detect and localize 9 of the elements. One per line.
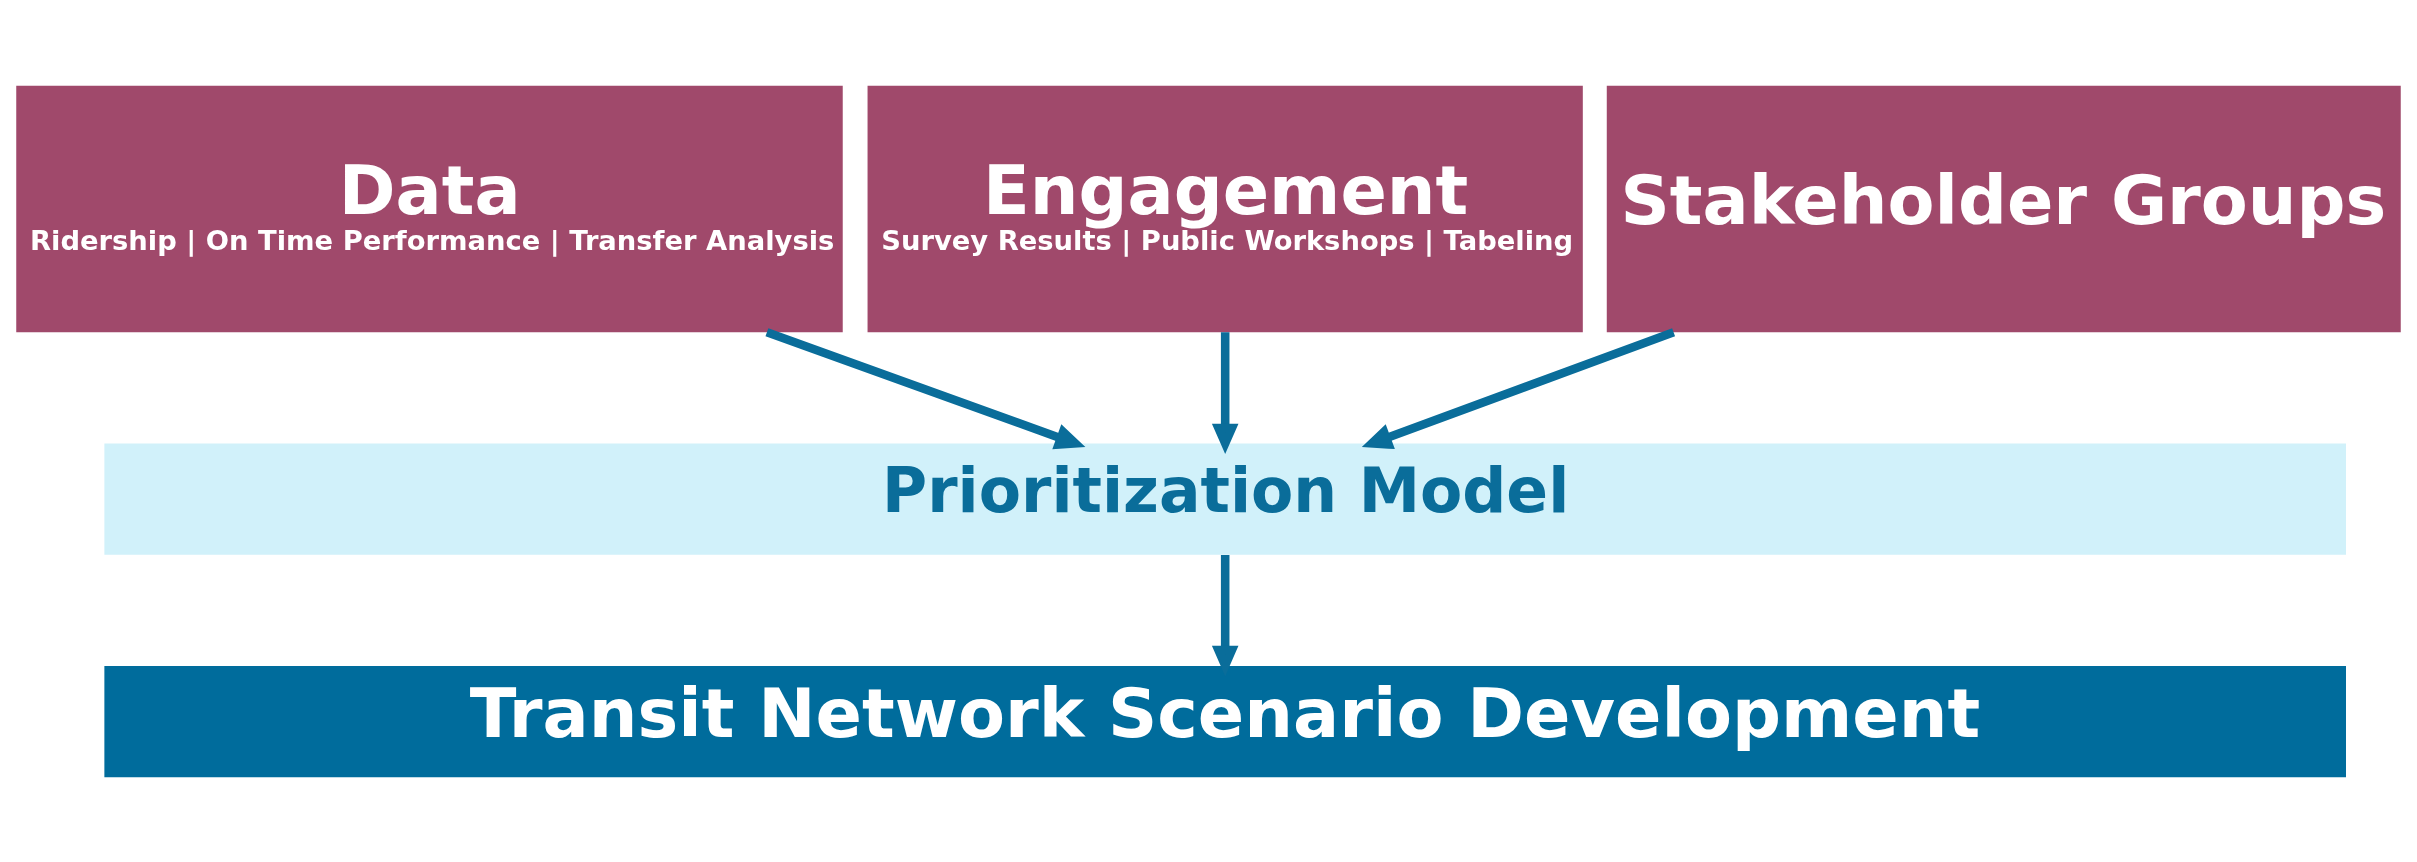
node-box: Transit Network Scenario Development [104, 665, 2346, 777]
node-box: Engagement Survey Results | Public Workshops | Tabeling [867, 85, 1583, 332]
arrow [765, 327, 1086, 449]
node-box: Data Ridership | On Time Performance | Transfer Analysis [16, 85, 843, 332]
arrow [1211, 331, 1239, 454]
node-box: Stakeholder Groups [1606, 85, 2401, 332]
node-box: Prioritization Model [104, 443, 2346, 555]
arrow [1361, 327, 1676, 449]
arrow [1211, 554, 1239, 676]
